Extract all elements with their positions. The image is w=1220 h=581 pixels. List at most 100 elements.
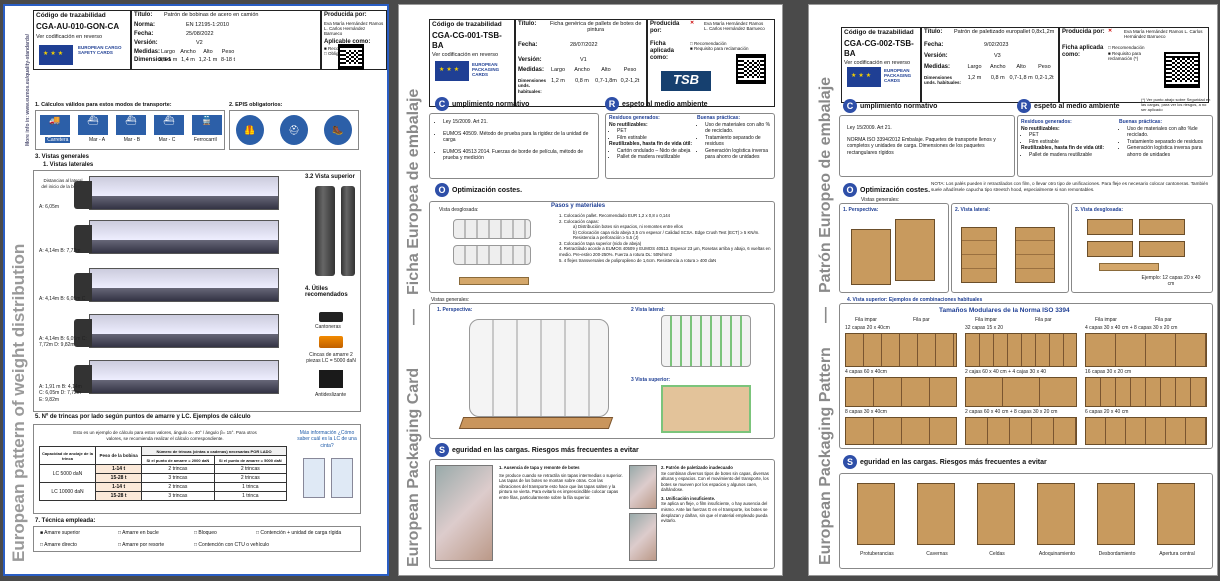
risk-2-title: 2. Patrón de paletizado inadecuado [661, 465, 733, 470]
combo-label: 16 capas 30 x 20 cm [1085, 369, 1132, 375]
version-value: V2 [196, 39, 203, 46]
title-value: Ficha genérica de pallets de botes de pi… [549, 21, 642, 34]
dims-label: Dimensiones [134, 57, 172, 64]
tech-contain-rigid[interactable]: □ Contención + unidad de carga rígida [256, 530, 342, 536]
exploded-layer [1139, 219, 1185, 235]
waste-item: Pallet de madera reutilizable [1029, 152, 1117, 159]
combo-grid [1085, 417, 1207, 445]
views-box [429, 303, 775, 439]
combo-label: 4 capas 30 x 40 cm + 8 capas 30 x 20 cm [1085, 325, 1178, 331]
tech-spring[interactable]: □ Amarre por resorte [118, 542, 165, 548]
norm-value: EN 12195-1:2010 [186, 21, 230, 28]
applicable-label: Aplicable como: [324, 39, 371, 46]
p2-meta-box: Título:Ficha genérica de pallets de bote… [515, 19, 647, 107]
view-side-label: 2 Vista lateral: [631, 307, 665, 313]
opt-claim[interactable]: ■ Requisito para reclamación [690, 45, 749, 51]
eu-logo [434, 60, 470, 82]
measures-label: Medidas: [518, 67, 545, 74]
compliance-item: Ley 15/2009. Art 21. [847, 125, 892, 131]
page1-side-url[interactable]: More info in: www.eumos.eu/quality-stand… [25, 33, 31, 146]
step-item: 3. Colocación tapa superior (nido de abe… [559, 240, 642, 246]
s-badge-icon: S [435, 443, 449, 457]
tech-loop[interactable]: □ Amarre en bucle [118, 530, 159, 536]
exploded-label: Vista desglosada: [439, 207, 479, 213]
opt-claim[interactable]: ■ Requisito para reclamación (*) [1108, 50, 1141, 61]
compliance-item: EUMOS 40513 2014. Fuerzas de borde de pe… [443, 149, 595, 162]
combo-label: 12 capas 20 x 40cm [845, 325, 890, 331]
can-layer [453, 245, 531, 265]
qr-code-icon[interactable] [1164, 52, 1200, 88]
version-value: V1 [580, 56, 587, 63]
ship-icon: ⛴ [78, 115, 108, 135]
opt-recommendation[interactable]: □ Recomendación [690, 40, 727, 46]
combo-grid [1085, 333, 1207, 367]
risk-stack [977, 483, 1015, 545]
qr-code-icon[interactable] [338, 44, 364, 70]
modes-title: 1. Cálculos válidos para estos modos de … [35, 102, 172, 108]
tech-block[interactable]: □ Bloqueo [194, 530, 217, 536]
tech-direct[interactable]: □ Amarre directo [40, 542, 77, 548]
logo-text: EUROPEAN PACKAGING CARDS [884, 68, 912, 84]
can-layer [453, 219, 531, 239]
risk-photo-2 [629, 465, 657, 509]
tech-top[interactable]: ■ Amarre superior [40, 530, 80, 536]
reverse-label: Ver codificación en reverso [36, 33, 103, 40]
compliance-item: EUMOS 40509. Método de prueba para la ri… [443, 131, 595, 144]
c-badge-icon: C [843, 99, 857, 113]
step-item: 4. Retractilado acorde a EUMOS 40509 y E… [559, 246, 771, 258]
waste-item: Cartón ondulado – Nido de abeja [617, 148, 695, 155]
waste-item: PET [1029, 132, 1117, 139]
title-label: Título: [134, 12, 153, 18]
date-value: 28/07/2022 [570, 41, 598, 48]
measure-head: Alto [1016, 63, 1026, 70]
technique-title: 7. Técnica empleada: [35, 518, 96, 524]
title-label: Título: [924, 29, 943, 35]
good-item: Uso de materiales con alto % de reciclad… [705, 122, 773, 135]
trace-code: CGA-CG-002-TSB-BA [844, 39, 914, 58]
measure-head: Ancho [574, 67, 590, 74]
risk-1: 1. Ausencia de tapa y remonte de botes S… [499, 465, 625, 500]
perspective-carton [851, 229, 891, 285]
opt-recommendation[interactable]: □ Recomendación [1108, 45, 1145, 51]
safety-box [839, 473, 1213, 569]
environment-box [605, 113, 775, 179]
step-item: 1. Colocación pallet. Recomendado EUR 1,… [559, 213, 671, 218]
risk-label: Celdas [989, 551, 1005, 557]
top-view-title: 4. Vista superior: Ejemplos de combinaci… [847, 297, 983, 303]
risk-2: 2. Patrón de paletizado inadecuado Se co… [661, 465, 771, 524]
version-label: Versión: [134, 39, 158, 46]
views-frame [33, 170, 361, 412]
compliance-item: Ley 15/2009. Art 21. [443, 119, 595, 126]
combos-box [839, 303, 1213, 449]
strap-label-icon [303, 458, 325, 498]
tech-ctu[interactable]: □ Contención con CTU o vehículo [194, 542, 270, 548]
boots-icon: 🥾 [324, 115, 352, 145]
mode-road: Carretera [45, 137, 71, 143]
side-dash: — [405, 309, 422, 325]
perspective-carton [895, 219, 935, 281]
page1-header: Código de trazabilidad CGA-AU-010-GON-CA… [33, 10, 387, 102]
measure-value: 0,2-1,2t [1035, 74, 1054, 81]
row-dist-1: A: 6,05m [39, 204, 60, 210]
waste-col: Residuos generados: No reutilizables: PE… [1021, 119, 1117, 158]
combo-grid [845, 417, 957, 445]
more-info-link[interactable]: Más información ¿Cómo saber cuál es la L… [297, 430, 357, 449]
measure-head: Ancho [989, 63, 1006, 70]
qr-code-icon[interactable] [736, 54, 766, 84]
table-subhead: Si el punto de amarre = 5000 daN [213, 455, 288, 465]
combo-grid [965, 377, 1077, 407]
measures-label: Medidas: [924, 63, 951, 70]
good-item: Generación logística inversa para ahorro… [1127, 145, 1211, 158]
combo-grid [965, 417, 1077, 445]
tsb-logo: TSB [661, 71, 711, 91]
version-label: Versión: [924, 52, 948, 59]
optimization-box [429, 201, 775, 293]
exploded-pallet [1099, 263, 1159, 271]
waste-item: Film estirable [617, 135, 695, 142]
combo-label: 32 capas 15 x 20 [965, 325, 1004, 331]
top-view-trailer [341, 186, 355, 276]
mode-rail: Ferrocarril [193, 137, 217, 143]
